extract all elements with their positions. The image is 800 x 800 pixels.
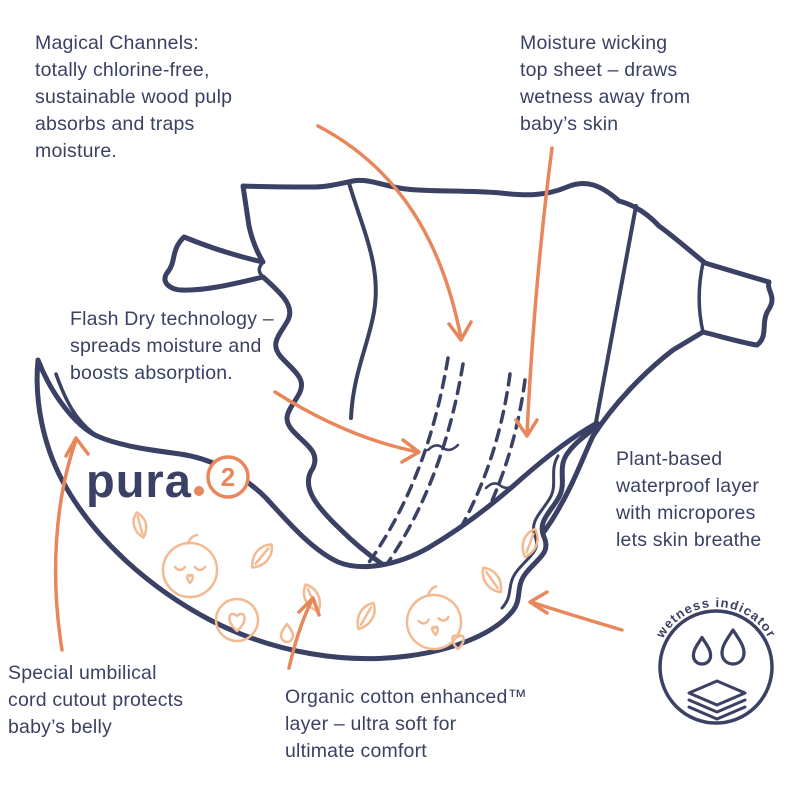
pura-logo: pura 2 [86, 454, 250, 507]
leg-ruffle-inner-line [500, 454, 560, 610]
leaf-icon [356, 601, 376, 631]
water-droplet-icon [720, 628, 746, 666]
callout-magical-channels: Magical Channels: totally chlorine-free,… [35, 32, 233, 162]
arrow-organic-cotton [287, 596, 321, 670]
arrow-magical-channels [316, 124, 473, 342]
left-tab-fold-line [257, 260, 265, 279]
heart-print-icon [451, 634, 465, 651]
water-droplet-icon [691, 635, 713, 666]
heart-globe-icon [214, 597, 260, 643]
leaf-icon [481, 566, 503, 594]
callout-moisture-wicking: Moisture wicking top sheet – draws wetne… [520, 32, 691, 135]
brand-name: pura [86, 454, 192, 507]
annotation-arrows [53, 124, 624, 670]
diaper-illustration: pura 2 [34, 177, 775, 662]
front-tip-fold-line [54, 372, 95, 435]
leaf-icon [521, 527, 539, 559]
baby-face-icon [161, 533, 219, 599]
leaf-icon [251, 543, 274, 569]
logo-dot [194, 486, 204, 496]
arrow-plant-based [528, 590, 624, 632]
arrow-umbilical [53, 436, 90, 652]
right-tab-fold-line [697, 261, 705, 334]
layered-sheets-icon [687, 679, 747, 721]
size-badge: 2 [206, 455, 250, 499]
callout-flash-dry: Flash Dry technology – spreads moisture … [70, 308, 274, 384]
droplet-print-icon [279, 622, 295, 644]
arrow-flash-dry [273, 390, 421, 464]
core-right-edge-line [594, 204, 638, 424]
size-number: 2 [221, 462, 235, 492]
callout-umbilical: Special umbilical cord cutout protects b… [8, 662, 184, 738]
leaf-icon [132, 511, 148, 539]
arrow-moisture-wicking [514, 146, 554, 438]
core-left-edge-line [347, 181, 378, 420]
diaper-print-pattern [132, 511, 539, 651]
wetness-indicator-badge: wetness indicator [652, 595, 778, 725]
callout-plant-based: Plant-based waterproof layer with microp… [616, 448, 762, 551]
baby-face-icon [405, 585, 463, 651]
callout-organic-cotton: Organic cotton enhanced™ layer – ultra s… [285, 686, 528, 762]
